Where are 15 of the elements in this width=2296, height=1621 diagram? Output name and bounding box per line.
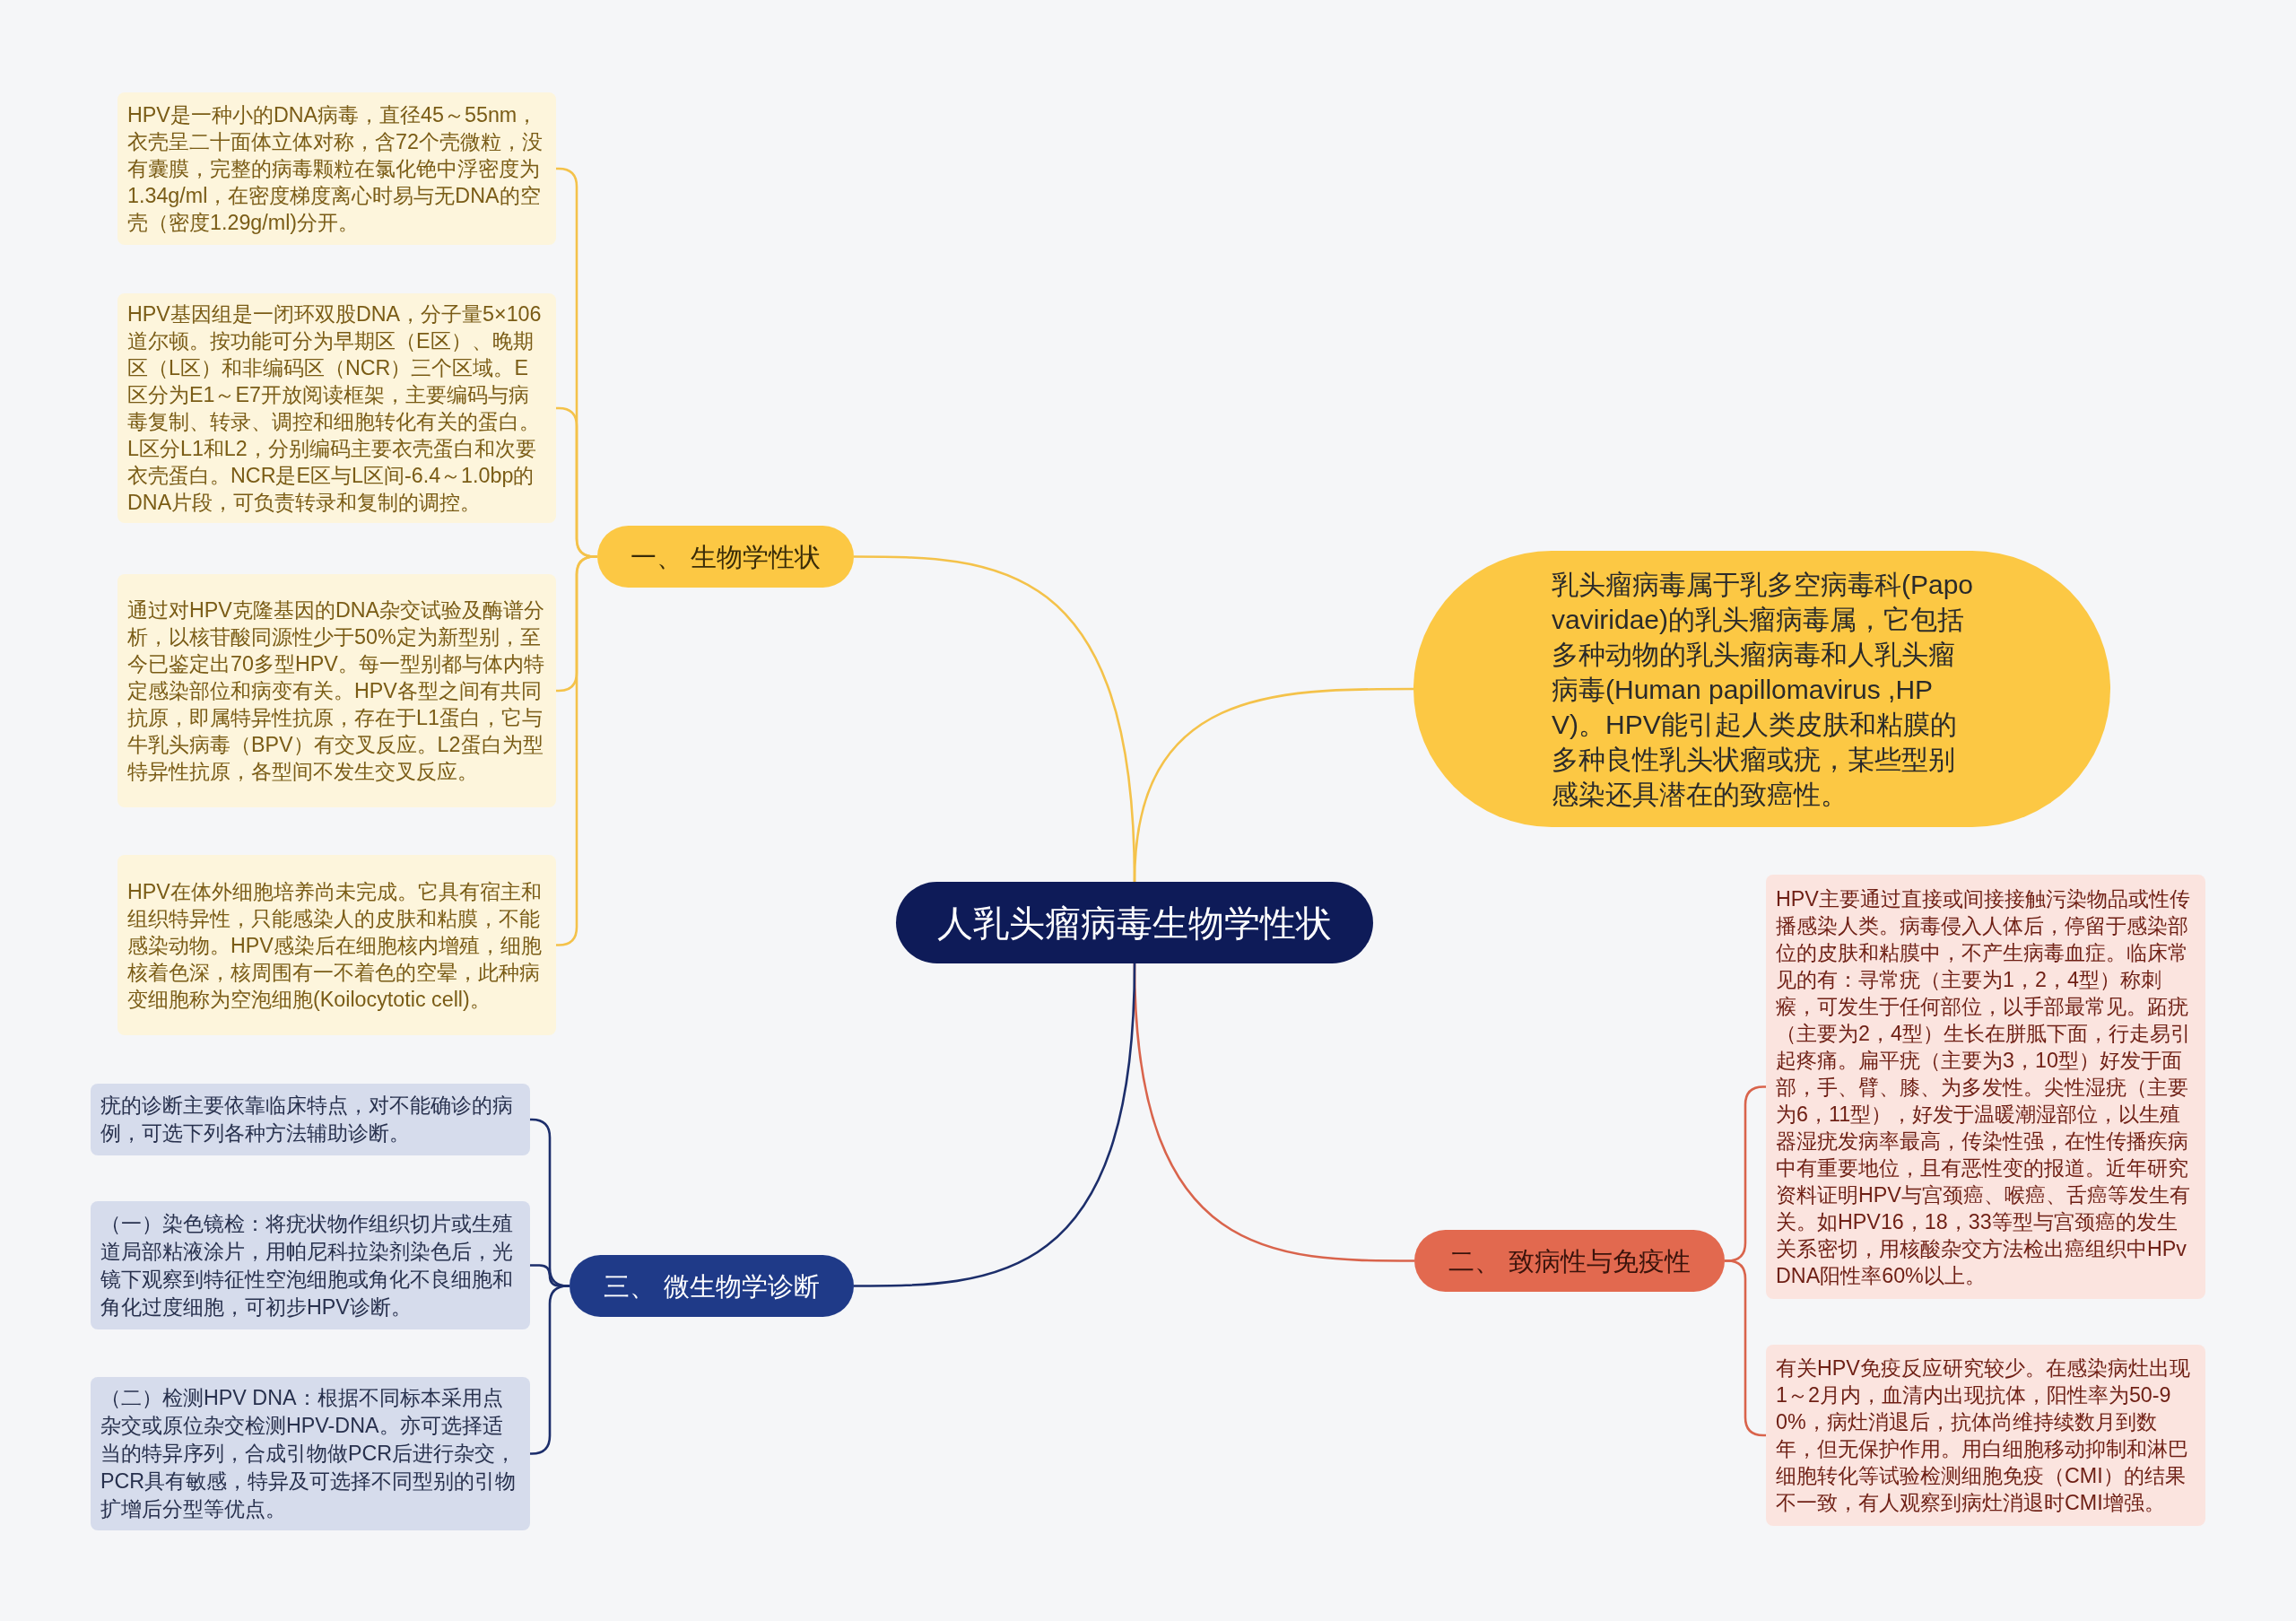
branch-topic: 三、 微生物学诊断 — [570, 1255, 854, 1317]
connector-line — [1133, 687, 1413, 883]
central-topic: 人乳头瘤病毒生物学性状 — [896, 882, 1373, 963]
branch-topic: 二、 致病性与免疫性 — [1414, 1230, 1725, 1292]
note-card: 通过对HPV克隆基因的DNA杂交试验及酶谱分析，以核苷酸同源性少于50%定为新型别，至今已鉴定出70多型HPV。每一型别都与体内特定感染部位和病变有关。HPV各型之间有共同抗原，即属特异性抗原，存在于L1蛋白，它与牛乳头病毒（BPV）有交叉反应。L2蛋白为型特异性抗原，各型间不发生交叉反应。 — [117, 574, 556, 807]
branch-topic: 一、 生物学性状 — [597, 526, 854, 588]
note-card: 有关HPV免疫反应研究较少。在感染病灶出现1～2月内，血清内出现抗体，阳性率为50-90%，病灶消退后，抗体尚维持续数月到数年，但无保护作用。用白细胞移动抑制和淋巴细胞转化等试验检测细胞免疫（CMI）的结果不一致，有人观察到病灶消退时CMI增强。 — [1766, 1345, 2205, 1526]
note-card: HPV是一种小的DNA病毒，直径45～55nm，衣壳呈二十面体立体对称，含72个壳微粒，没有囊膜，完整的病毒颗粒在氯化铯中浮密度为1.34g/ml，在密度梯度离心时易与无DNA的空壳（密度1.29g/ml)分开。 — [117, 92, 556, 245]
note-card: 疣的诊断主要依靠临床特点，对不能确诊的病例，可选下列各种方法辅助诊断。 — [91, 1084, 530, 1155]
note-card: （一）染色镜检：将疣状物作组织切片或生殖道局部粘液涂片，用帕尼科拉染剂染色后，光镜下观察到特征性空泡细胞或角化不良细胞和角化过度细胞，可初步HPV诊断。 — [91, 1201, 530, 1329]
connector-line — [854, 963, 1136, 1287]
note-card: HPV主要通过直接或间接接触污染物品或性传播感染人类。病毒侵入人体后，停留于感染部位的皮肤和粘膜中，不产生病毒血症。临床常见的有：寻常疣（主要为1，2，4型）称刺瘊，可发生于任何部位，以手部最常见。跖疣（主要为2，4型）生长在胼胝下面，行走易引起疼痛。扁平疣（主要为3，10型）好发于面部，手、臂、膝、为多发性。尖性湿疣（主要为6，11型），好发于温暖潮湿部位，以生殖器湿疣发病率最高，传染性强，在性传播疾病中有重要地位，且有恶性变的报道。近年研究资料证明HPV与宫颈癌、喉癌、舌癌等发生有关。如HPV16，18，33等型与宫颈癌的发生关系密切，用核酸杂交方法检出癌组织中HPv DNA阳性率60%以上。 — [1766, 875, 2205, 1299]
note-card: HPV基因组是一闭环双股DNA，分子量5×106道尔顿。按功能可分为早期区（E区）、晚期区（L区）和非编码区（NCR）三个区域。E区分为E1～E7开放阅读框架，主要编码与病毒复制、转录、调控和细胞转化有关的蛋白。L区分L1和L2，分别编码主要衣壳蛋白和次要衣壳蛋白。NCR是E区与L区间-6.4～1.0bp的DNA片段，可负责转录和复制的调控。 — [117, 293, 556, 523]
note-card: （二）检测HPV DNA：根据不同标本采用点杂交或原位杂交检测HPV-DNA。亦可选择适当的特异序列，合成引物做PCR后进行杂交，PCR具有敏感，特异及可选择不同型别的引物扩增后分型等优点。 — [91, 1377, 530, 1530]
note-card: HPV在体外细胞培养尚未完成。它具有宿主和组织特异性，只能感染人的皮肤和粘膜，不能感染动物。HPV感染后在细胞核内增殖，细胞核着色深，核周围有一不着色的空晕，此种病变细胞称为空泡细胞(Koilocytotic cell)。 — [117, 855, 556, 1035]
